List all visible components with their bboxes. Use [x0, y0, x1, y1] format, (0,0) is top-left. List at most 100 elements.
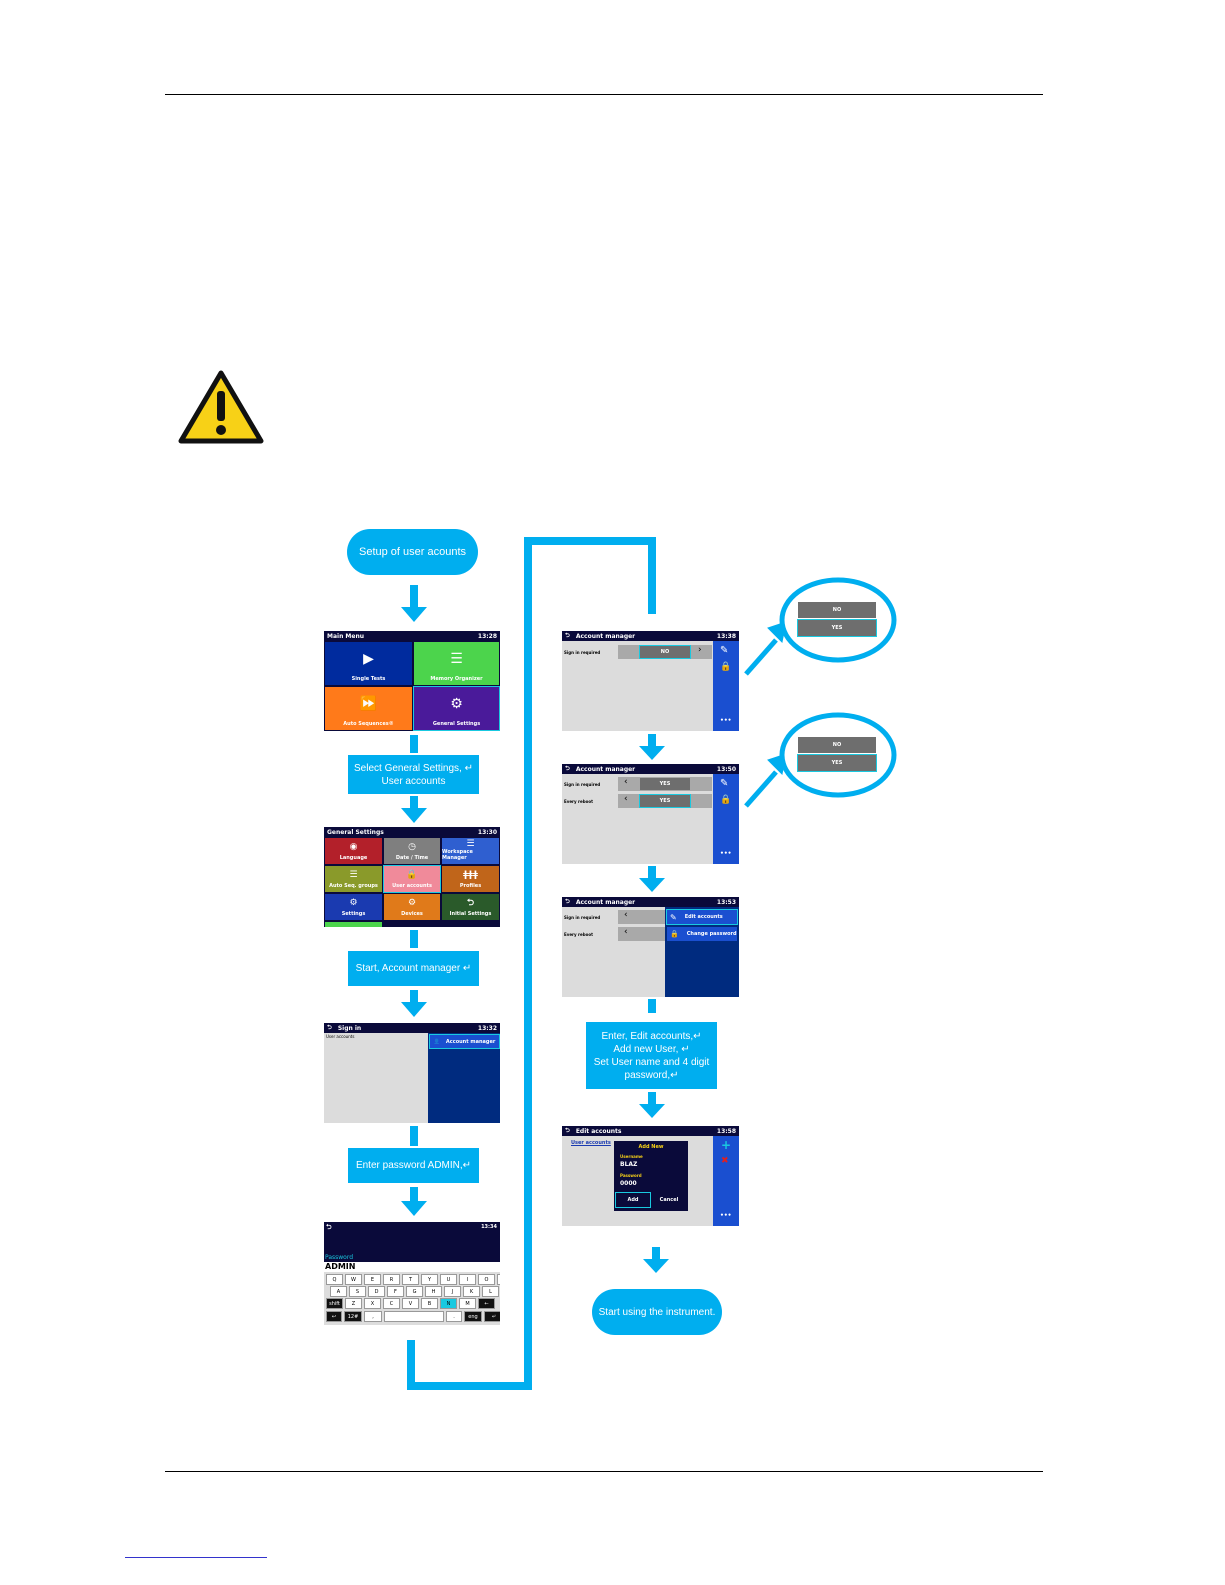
tile-general-settings[interactable]: ⚙General Settings [413, 686, 500, 731]
edit-icon[interactable]: ✎ [720, 778, 729, 789]
edit-icon: ✎ [670, 912, 677, 922]
more-icon[interactable]: ••• [720, 850, 732, 857]
cancel-button[interactable]: Cancel [652, 1193, 686, 1207]
zoom2-no-option[interactable]: NO [798, 737, 876, 753]
key-D[interactable]: D [368, 1286, 385, 1297]
key-F[interactable]: F [387, 1286, 404, 1297]
play-icon: ▶ [363, 651, 374, 667]
tile-workspace-manager[interactable]: ☰Workspace Manager [442, 838, 499, 864]
sign-in-required-value[interactable]: NO [639, 645, 691, 659]
edit-icon[interactable]: ✎ [720, 645, 729, 656]
chevron-left-icon[interactable]: ‹ [624, 794, 628, 804]
key-V[interactable]: V [402, 1298, 419, 1309]
bottom-rule [165, 1471, 1043, 1472]
tile-initial-settings[interactable]: ⮌Initial Settings [442, 894, 499, 920]
key-↵[interactable]: ↵ [484, 1311, 500, 1322]
key-←[interactable]: ← [478, 1298, 495, 1309]
back-icon[interactable]: ⮌ [327, 1024, 332, 1031]
key-X[interactable]: X [364, 1298, 381, 1309]
delete-icon[interactable]: ✖ [721, 1156, 729, 1166]
title: Main Menu [327, 632, 365, 640]
chevron-left-icon[interactable]: ‹ [624, 927, 628, 937]
tile-devices[interactable]: ⚙Devices [384, 894, 440, 920]
key-shift[interactable]: shift [326, 1298, 343, 1309]
key-S[interactable]: S [349, 1286, 366, 1297]
key-Z[interactable]: Z [345, 1298, 362, 1309]
edit-accounts-menu-item[interactable]: ✎Edit accounts [666, 909, 738, 925]
key-G[interactable]: G [406, 1286, 423, 1297]
key-U[interactable]: U [440, 1274, 457, 1285]
tile-date-time[interactable]: ◷Date / Time [384, 838, 440, 864]
key-↩[interactable]: ↩ [326, 1311, 342, 1322]
time: 13:32 [477, 1024, 497, 1032]
tile-language[interactable]: ◉Language [325, 838, 382, 864]
key-eng[interactable]: eng [464, 1311, 482, 1322]
flow-end: Start using the instrument. [592, 1289, 722, 1335]
zoom1-no-option[interactable]: NO [798, 602, 876, 618]
password-input[interactable]: ADMIN [325, 1262, 356, 1271]
back-icon[interactable]: ⮌ [565, 632, 570, 639]
key-R[interactable]: R [383, 1274, 400, 1285]
account-manager-button[interactable]: 👤Account manager [429, 1034, 500, 1049]
back-icon[interactable]: ⮌ [565, 765, 570, 772]
key-J[interactable]: J [444, 1286, 461, 1297]
tile-single-tests[interactable]: ▶Single Tests [325, 642, 412, 685]
key-.[interactable]: . [446, 1311, 462, 1322]
side-panel [713, 641, 739, 731]
key-Y[interactable]: Y [421, 1274, 438, 1285]
key-O[interactable]: O [478, 1274, 495, 1285]
plus-icon[interactable]: + [721, 1138, 732, 1152]
key-T[interactable]: T [402, 1274, 419, 1285]
tile-auto-seq-groups[interactable]: ☰Auto Seq. groups [325, 866, 382, 892]
user-accounts-link[interactable]: User accounts [571, 1140, 611, 1146]
tile-user-accounts[interactable]: 🔒User accounts [383, 865, 441, 893]
username-input[interactable]: BLAZ [620, 1161, 638, 1168]
key-N[interactable]: N [440, 1298, 457, 1309]
chevron-right-icon[interactable]: › [698, 645, 702, 655]
tile-auto-sequences[interactable]: ⏩Auto Sequences® [325, 687, 412, 730]
back-icon[interactable]: ⮌ [565, 898, 570, 905]
tile-settings[interactable]: ⚙Settings [325, 894, 382, 920]
key-Q[interactable]: Q [326, 1274, 343, 1285]
tile-memory-organizer[interactable]: ☰Memory Organizer [414, 642, 499, 685]
add-button[interactable]: Add [615, 1192, 651, 1208]
password-input[interactable]: 0000 [620, 1180, 637, 1187]
key-12#[interactable]: 12# [344, 1311, 362, 1322]
change-password-menu-item[interactable]: 🔒Change password [667, 927, 737, 941]
key-C[interactable]: C [383, 1298, 400, 1309]
lock-icon[interactable]: 🔒 [720, 662, 732, 672]
every-reboot-value[interactable]: YES [639, 794, 691, 808]
key-space[interactable] [384, 1311, 444, 1322]
lock-icon[interactable]: 🔒 [720, 795, 732, 805]
key-K[interactable]: K [463, 1286, 480, 1297]
more-icon[interactable]: ••• [720, 1212, 732, 1219]
back-icon[interactable]: ⮌ [565, 1127, 570, 1134]
key-L[interactable]: L [482, 1286, 499, 1297]
key-E[interactable]: E [364, 1274, 381, 1285]
key-H[interactable]: H [425, 1286, 442, 1297]
key-,[interactable]: , [364, 1311, 382, 1322]
key-I[interactable]: I [459, 1274, 476, 1285]
sign-in-required-label: Sign in required [564, 650, 601, 655]
back-icon[interactable]: ⮌ [326, 1223, 332, 1231]
key-M[interactable]: M [459, 1298, 476, 1309]
key-P[interactable]: P [497, 1274, 500, 1285]
chevron-left-icon[interactable]: ‹ [624, 910, 628, 920]
sign-in-required-value[interactable]: YES [640, 778, 690, 790]
zoom1-yes-option[interactable]: YES [797, 619, 877, 637]
zoom2-yes-option[interactable]: YES [797, 754, 877, 772]
chevron-left-icon[interactable]: ‹ [624, 777, 628, 787]
key-W[interactable]: W [345, 1274, 362, 1285]
sub-label: User accounts [326, 1034, 355, 1039]
gear-icon: ⚙ [349, 897, 358, 908]
key-B[interactable]: B [421, 1298, 438, 1309]
dialog-title: Add New [638, 1144, 664, 1150]
more-icon[interactable]: ••• [720, 717, 732, 724]
key-A[interactable]: A [330, 1286, 347, 1297]
